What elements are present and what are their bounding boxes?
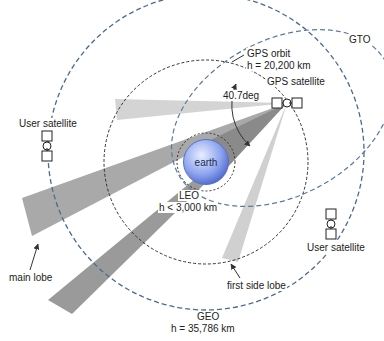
label-text: GPS satellite <box>266 76 326 87</box>
main-lobe-lower <box>48 103 287 314</box>
user-satellite-icon <box>326 209 336 239</box>
label-text: GTO <box>348 34 371 45</box>
label-text: h < 3,000 km <box>158 202 218 213</box>
label-text: main lobe <box>8 272 53 283</box>
gps-satellite-icon <box>272 98 302 108</box>
gto-orbit <box>141 0 384 242</box>
leader-line <box>30 244 38 270</box>
label-text: 40.7deg <box>222 90 260 101</box>
node-text: earth <box>183 157 229 168</box>
label-text: GPS orbit <box>246 48 291 59</box>
leader-line <box>232 55 244 62</box>
label-text: h = 20,200 km <box>246 60 312 71</box>
earth-disc <box>184 140 229 185</box>
leo-orbit <box>177 133 235 191</box>
leader-line <box>231 264 240 278</box>
label-text: GEO <box>196 311 220 322</box>
label-text: first side lobe <box>226 280 287 291</box>
side-lobe-lower <box>222 103 287 262</box>
label-text: User satellite <box>306 242 366 253</box>
label-text: User satellite <box>18 118 78 129</box>
label-text: h = 35,786 km <box>170 323 236 334</box>
earth-circle: earth <box>183 139 229 185</box>
geo-orbit <box>48 0 364 310</box>
label-text: LEO <box>178 190 200 201</box>
gps-orbit <box>104 60 308 264</box>
user-satellite-icon <box>42 131 52 161</box>
